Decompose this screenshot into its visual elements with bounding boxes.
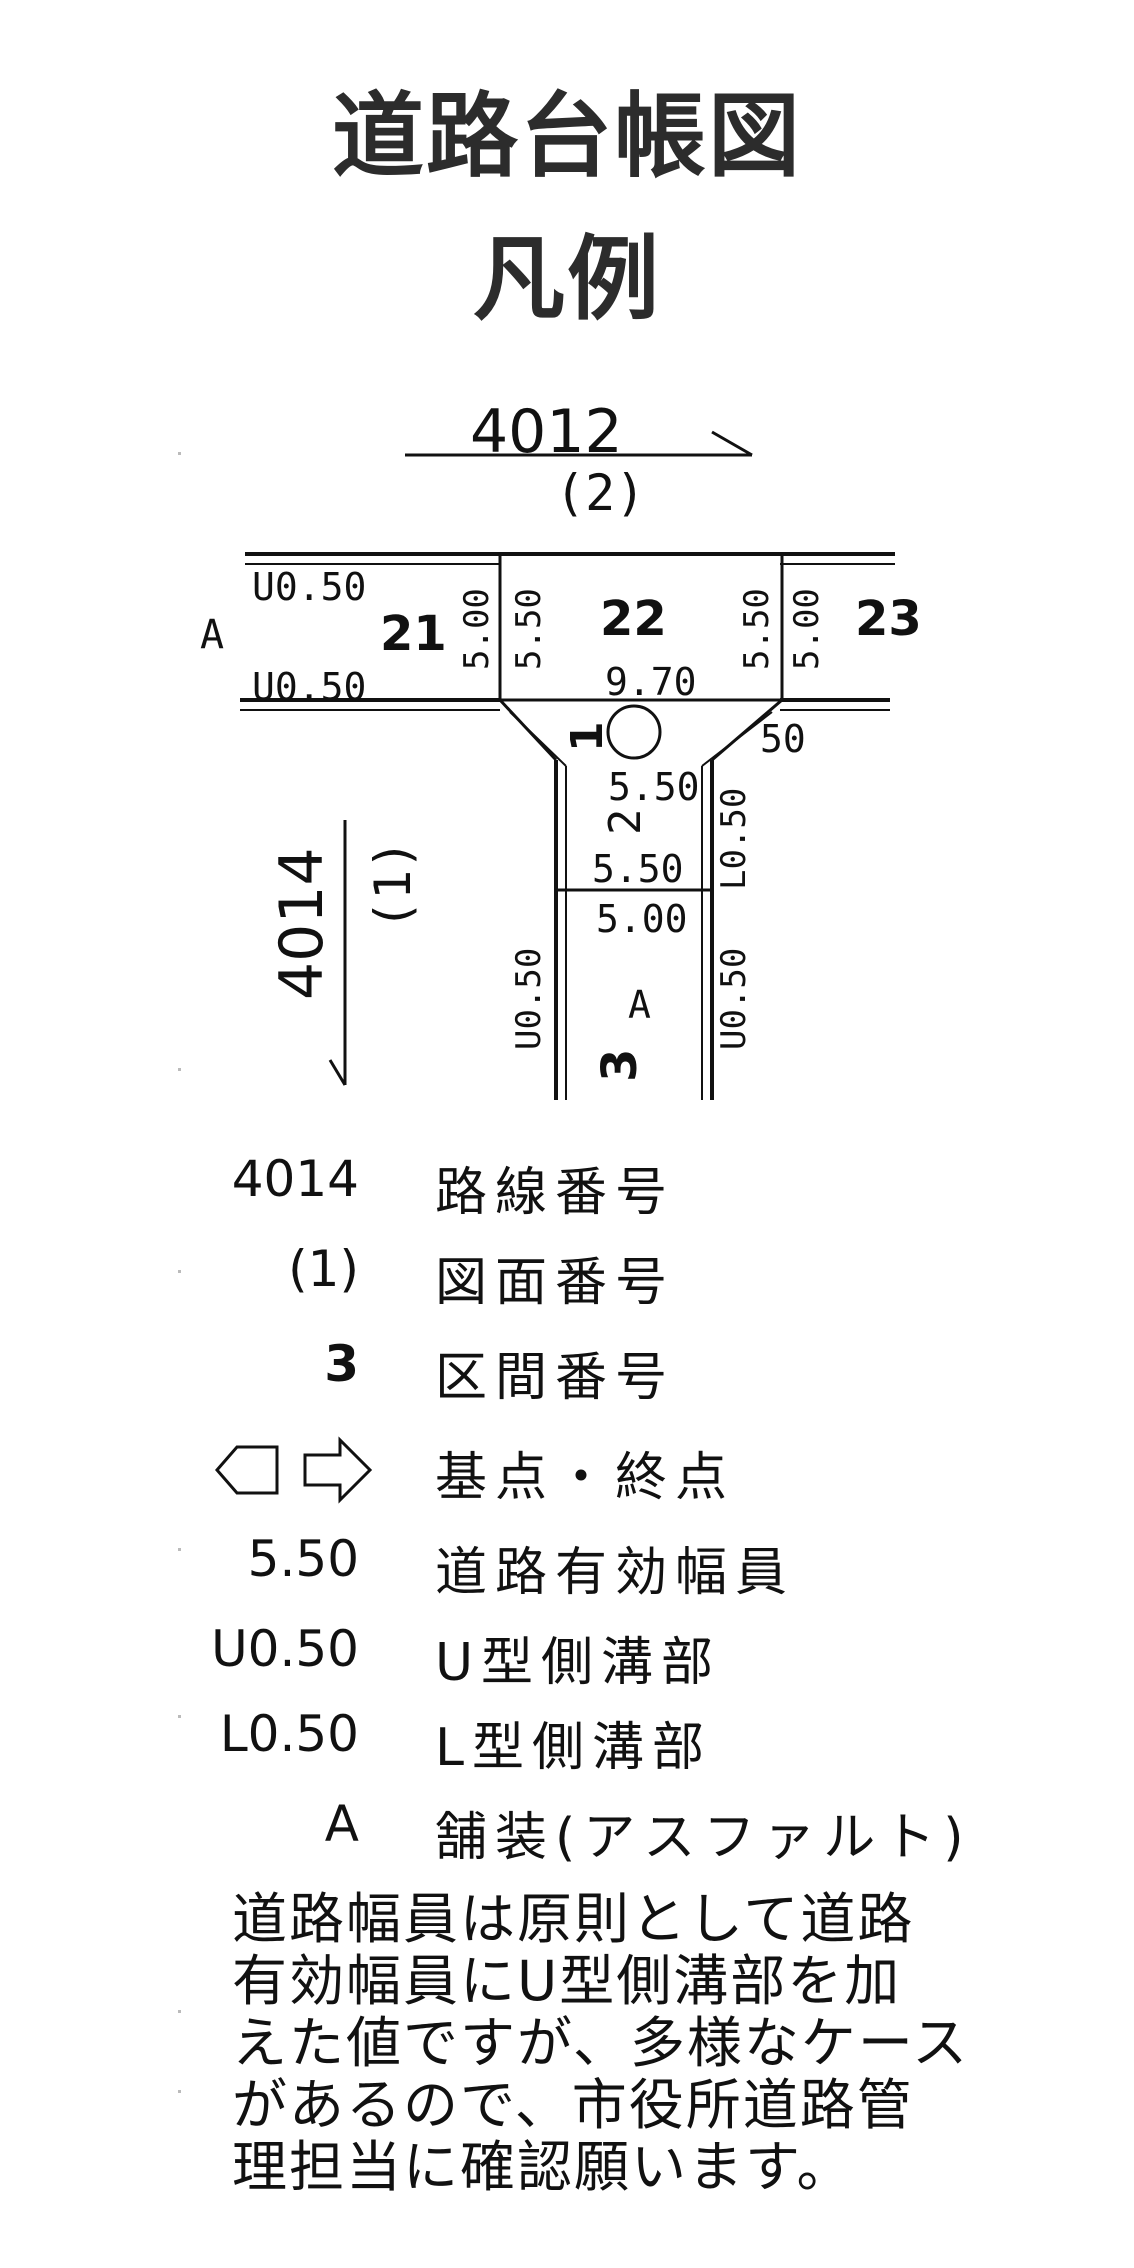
legend-row-start-end: 基点・終点 bbox=[0, 1435, 1134, 1515]
width-21-a: 5.00 bbox=[457, 588, 497, 670]
legend-description: U型側溝部 bbox=[435, 1633, 722, 1693]
sheet-number-top: (2) bbox=[555, 464, 645, 522]
legend-description: 基点・終点 bbox=[435, 1448, 736, 1508]
start-end-arrows-icon bbox=[215, 1436, 373, 1504]
legend-description: 図面番号 bbox=[435, 1253, 676, 1313]
road-diagram: 4012 (2) 4014 (1) A U0.50 U0.50 A U0.50 … bbox=[200, 397, 922, 1100]
legend-symbol: 4014 bbox=[231, 1150, 359, 1208]
route-number-left: 4014 bbox=[267, 847, 337, 1000]
route-arrow-top-head bbox=[711, 430, 753, 457]
legend-row-l-ditch: L0.50 L型側溝部 bbox=[0, 1705, 1134, 1785]
note-line: があるので、市役所道路管 bbox=[232, 2073, 914, 2137]
legend-row-road-width: 5.50 道路有効幅員 bbox=[0, 1530, 1134, 1610]
margin-dot bbox=[178, 2010, 181, 2013]
ditch-label-vertical-left: U0.50 bbox=[509, 948, 549, 1050]
ditch-label-top-left: U0.50 bbox=[252, 565, 366, 609]
legend-description: L型側溝部 bbox=[435, 1718, 712, 1778]
section-number-21: 21 bbox=[380, 606, 447, 662]
legend-symbol: 5.50 bbox=[247, 1530, 359, 1588]
section-1-marker bbox=[606, 704, 662, 760]
legend-row-u-ditch: U0.50 U型側溝部 bbox=[0, 1620, 1134, 1700]
margin-dot bbox=[178, 452, 181, 455]
page-title: 道路台帳図 bbox=[331, 83, 802, 190]
start-arrow-icon bbox=[215, 1445, 279, 1495]
margin-dot bbox=[178, 1548, 181, 1551]
section-number-22: 22 bbox=[600, 591, 667, 647]
ditch-label-bottom-left: U0.50 bbox=[252, 665, 366, 709]
width-2-bottom: 5.50 bbox=[592, 847, 684, 891]
page-subtitle: 凡例 bbox=[472, 226, 661, 333]
end-arrow-icon bbox=[303, 1436, 373, 1504]
section-number-3: 3 bbox=[592, 1049, 648, 1082]
width-corner: 50 bbox=[760, 717, 806, 761]
sheet-number-left: (1) bbox=[364, 840, 422, 930]
legend-symbol: A bbox=[324, 1795, 359, 1853]
legend-description: 路線番号 bbox=[435, 1163, 676, 1223]
width-3-top: 5.00 bbox=[596, 897, 688, 941]
legend-symbol: 3 bbox=[324, 1335, 359, 1393]
section-number-2: 2 bbox=[600, 809, 651, 836]
width-23-b: 5.00 bbox=[787, 588, 827, 670]
width-23-a: 5.50 bbox=[737, 588, 777, 670]
pavement-label-left: A bbox=[200, 612, 224, 658]
margin-dot bbox=[178, 1715, 181, 1718]
note-paragraph: 道路幅員は原則として道路 有効幅員にU型側溝部を加 えた値ですが、多様なケース … bbox=[232, 1888, 1052, 2198]
width-2-top: 5.50 bbox=[608, 765, 700, 809]
legend-row-pavement: A 舗装(アスファルト) bbox=[0, 1795, 1134, 1875]
legend-description: 区間番号 bbox=[435, 1348, 676, 1408]
junction-chamfer-right-inner bbox=[701, 711, 773, 767]
legend-description: 道路有効幅員 bbox=[435, 1543, 796, 1603]
ditch-label-l-right: L0.50 bbox=[714, 788, 754, 890]
section-number-23: 23 bbox=[855, 591, 922, 647]
note-line: えた値ですが、多様なケース bbox=[232, 2011, 970, 2075]
legend-symbol: (1) bbox=[288, 1240, 359, 1298]
legend-row-section-number: 3 区間番号 bbox=[0, 1335, 1134, 1415]
margin-dot bbox=[178, 1068, 181, 1071]
ditch-label-vertical-right: U0.50 bbox=[714, 948, 754, 1050]
width-21-b: 5.50 bbox=[509, 588, 549, 670]
note-line: 有効幅員にU型側溝部を加 bbox=[232, 1949, 902, 2013]
junction-chamfer-left-inner bbox=[509, 711, 567, 767]
margin-dot bbox=[178, 2090, 181, 2093]
legend-row-sheet-number: (1) 図面番号 bbox=[0, 1240, 1134, 1320]
legend-symbol: U0.50 bbox=[211, 1620, 359, 1678]
width-22-bottom: 9.70 bbox=[605, 660, 697, 704]
legend-row-route-number: 4014 路線番号 bbox=[0, 1150, 1134, 1230]
legend-symbol: L0.50 bbox=[219, 1705, 359, 1763]
margin-dot bbox=[178, 1270, 181, 1273]
route-arrow-left-head bbox=[328, 1059, 347, 1086]
legend-description: 舗装(アスファルト) bbox=[435, 1808, 972, 1868]
note-line: 理担当に確認願います。 bbox=[232, 2135, 854, 2199]
section-number-1: 1 bbox=[562, 721, 613, 752]
note-line: 道路幅員は原則として道路 bbox=[232, 1887, 915, 1951]
pavement-label-bottom: A bbox=[628, 983, 651, 1027]
